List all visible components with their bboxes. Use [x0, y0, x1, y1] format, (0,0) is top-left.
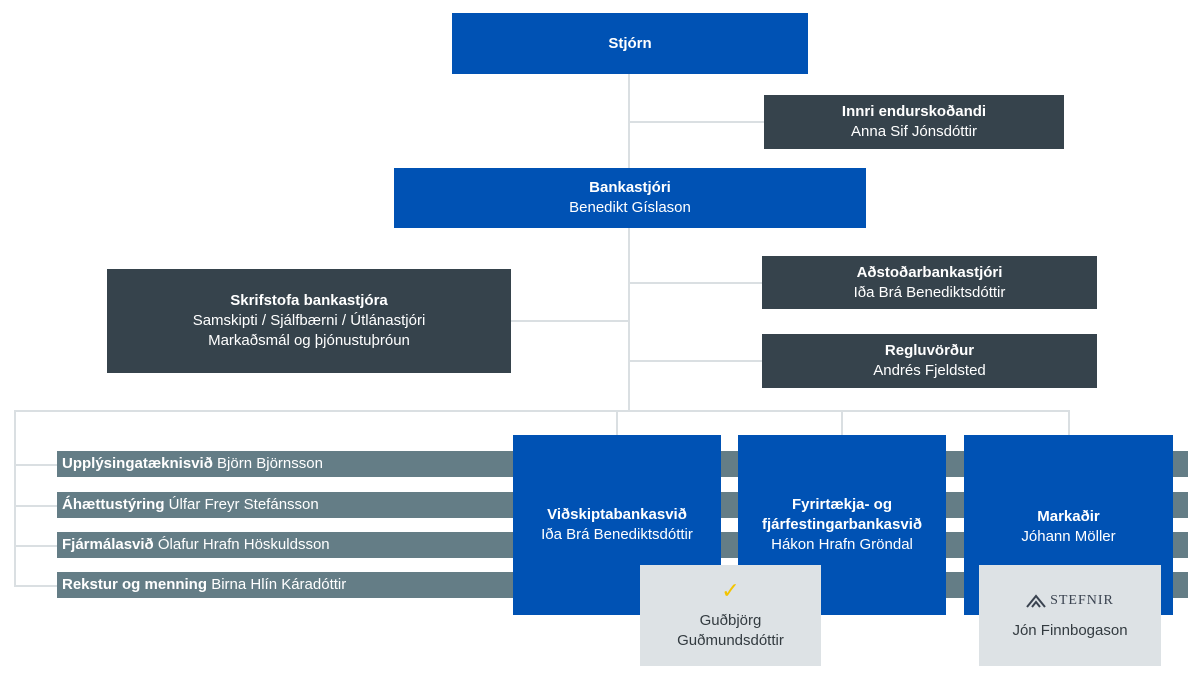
compliance-title: Regluvörður [884, 342, 975, 359]
connector-compliance [628, 360, 762, 362]
subsidiary-name-line2: Guðmundsdóttir [677, 631, 784, 649]
internal-audit-box: Innri endurskoðandi Anna Sif Jónsdóttir [764, 95, 1064, 149]
support-division-name: Ólafur Hrafn Höskuldsson [157, 536, 330, 553]
connector-deputy [628, 282, 762, 284]
support-division-name: Birna Hlín Káradóttir [211, 576, 347, 593]
ceo-name: Benedikt Gíslason [569, 199, 691, 216]
internal-audit-name: Anna Sif Jónsdóttir [851, 123, 977, 140]
vordur-v-logo-icon: ✓ [721, 578, 740, 604]
subsidiary-vordur-box: ✓ Guðbjörg Guðmundsdóttir [640, 565, 821, 666]
business-division-title-line2: fjárfestingarbankasvið [761, 516, 923, 533]
ceo-office-box: Skrifstofa bankastjóra Samskipti / Sjálf… [107, 269, 511, 373]
deputy-ceo-box: Aðstoðarbankastjóri Iða Brá Benediktsdót… [762, 256, 1097, 309]
connector-audit [628, 121, 764, 123]
board-title: Stjórn [608, 34, 652, 52]
support-division-title: Áhættustýring [62, 496, 165, 513]
connector-left-tick-2 [14, 505, 57, 507]
support-division-name: Björn Björnsson [217, 455, 323, 472]
subsidiary-name-line1: Guðbjörg [699, 611, 762, 629]
internal-audit-title: Innri endurskoðandi [841, 103, 987, 120]
connector-ceo-office [511, 320, 630, 322]
business-division-title: Markaðir [1037, 508, 1100, 525]
connector-drop-3 [1068, 410, 1070, 435]
business-division-title: Viðskiptabankasvið [547, 506, 687, 523]
support-division-title: Rekstur og menning [62, 576, 208, 593]
subsidiary-stefnir-box: STEFNIR Jón Finnbogason [979, 565, 1161, 666]
connector-left-tick-3 [14, 545, 57, 547]
stefnir-logo-icon [1026, 593, 1046, 608]
stefnir-logo: STEFNIR [1026, 591, 1114, 611]
ceo-title: Bankastjóri [589, 179, 671, 196]
connector-left-tick-4 [14, 585, 57, 587]
connector-left-tick-1 [14, 464, 57, 466]
ceo-office-line2: Markaðsmál og þjónustuþróun [208, 332, 410, 349]
deputy-ceo-name: Iða Brá Benediktsdóttir [853, 283, 1006, 301]
business-division-name: Jóhann Möller [1021, 528, 1116, 545]
connector-left-down [14, 410, 16, 587]
stefnir-logo-text: STEFNIR [1050, 592, 1114, 608]
connector-drop-1 [616, 410, 618, 435]
subsidiary-name: Jón Finnbogason [1012, 621, 1128, 639]
deputy-ceo-title: Aðstoðarbankastjóri [856, 263, 1003, 281]
ceo-office-line1: Samskipti / Sjálfbærni / Útlánastjóri [192, 312, 426, 329]
compliance-name: Andrés Fjeldsted [873, 362, 986, 379]
business-division-title-line1: Fyrirtækja- og [791, 496, 893, 513]
business-division-name: Iða Brá Benediktsdóttir [541, 526, 693, 543]
connector-horizontal [14, 410, 1070, 412]
support-division-title: Fjármálasvið [62, 536, 154, 553]
ceo-box: Bankastjóri Benedikt Gíslason [394, 168, 866, 228]
connector-drop-2 [841, 410, 843, 435]
ceo-office-title: Skrifstofa bankastjóra [230, 292, 388, 309]
support-division-name: Úlfar Freyr Stefánsson [168, 496, 319, 513]
connector-trunk-upper [628, 73, 630, 168]
board-box: Stjórn [452, 13, 808, 74]
compliance-box: Regluvörður Andrés Fjeldsted [762, 334, 1097, 388]
support-division-title: Upplýsingatæknisvið [62, 455, 213, 472]
business-division-name: Hákon Hrafn Gröndal [771, 536, 913, 553]
